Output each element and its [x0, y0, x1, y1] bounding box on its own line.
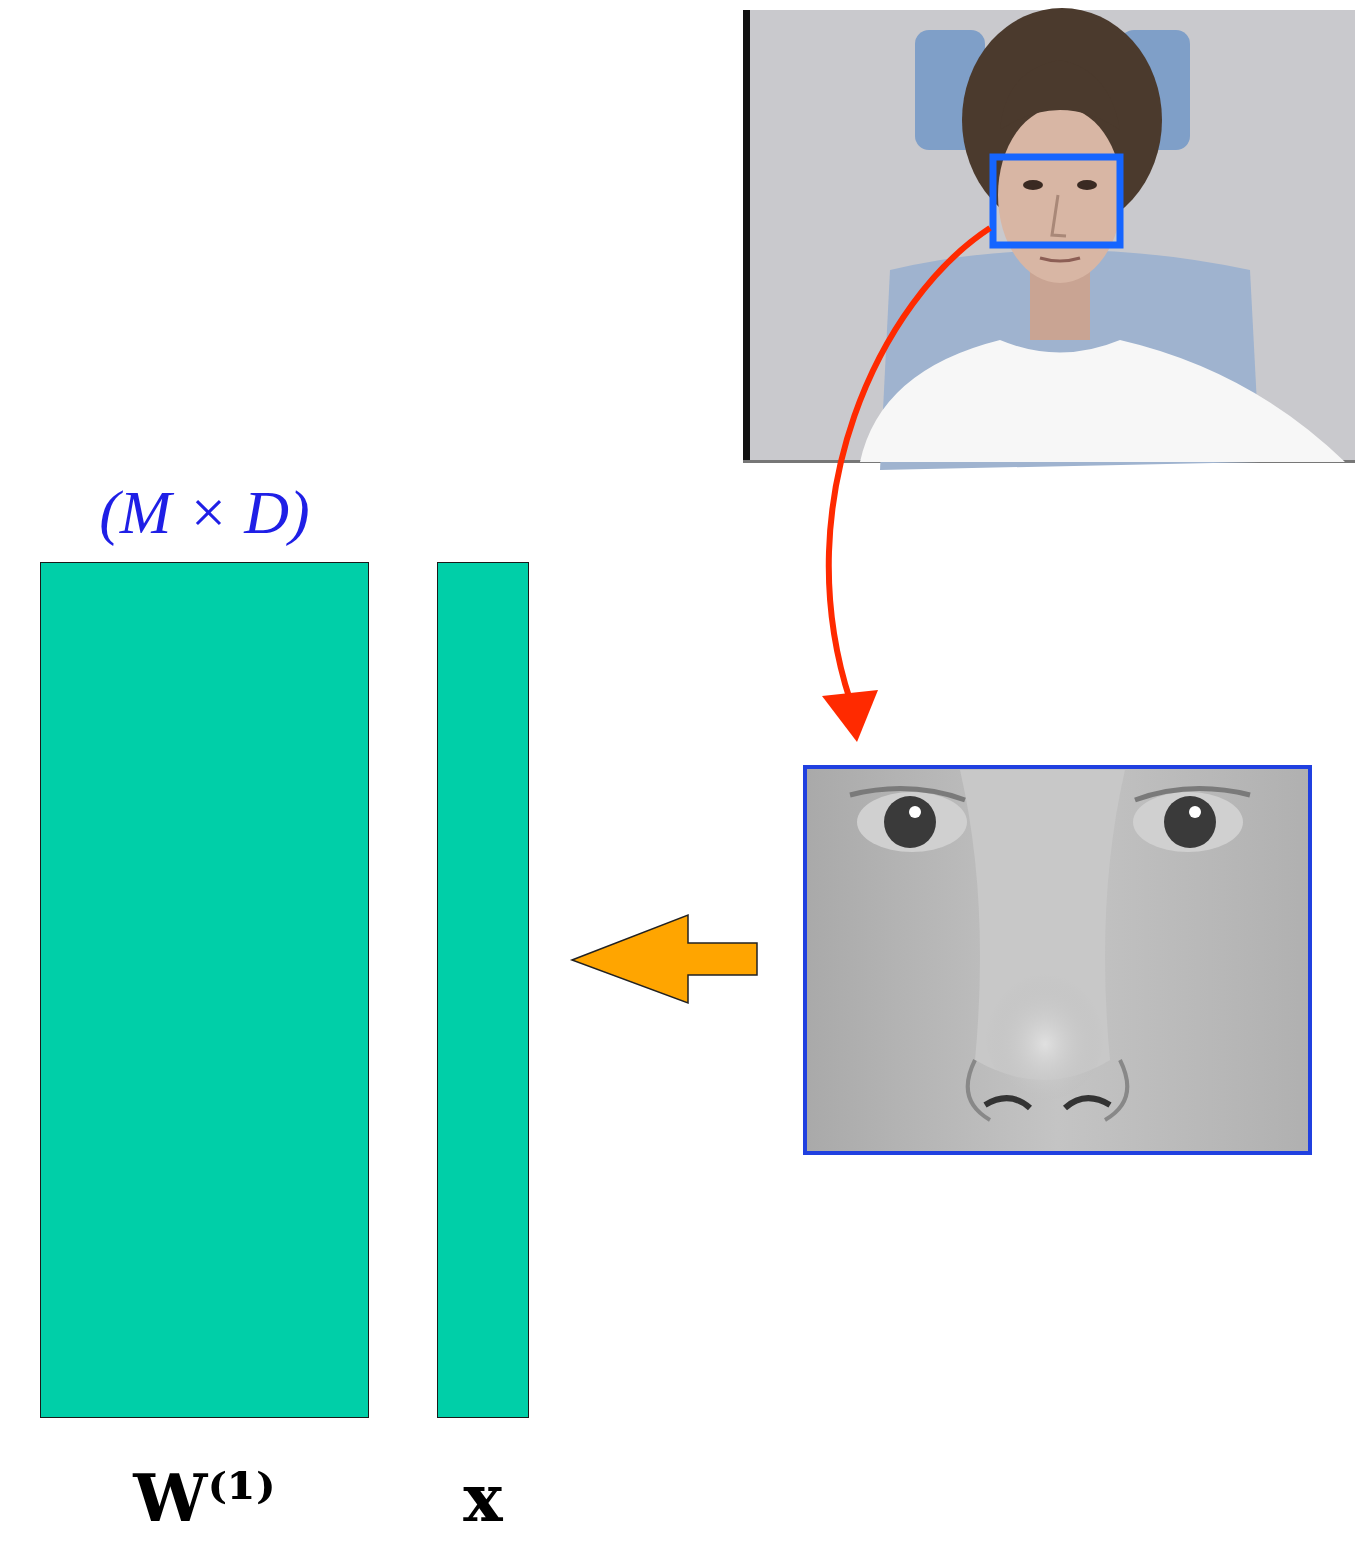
matrix-block [40, 562, 369, 1418]
crop-arrow [822, 228, 990, 742]
symbol-label: x [463, 1448, 502, 1548]
dimension-label: (M × D) [99, 462, 310, 562]
matrix-block [437, 562, 529, 1418]
face-photo [743, 8, 1355, 470]
weight-matrix: (M × D) W⁽¹⁾ [40, 462, 369, 1548]
input-arrow [572, 915, 757, 1003]
face-crop [803, 765, 1312, 1155]
input-vector: x [437, 562, 529, 1548]
symbol-label: W⁽¹⁾ [133, 1448, 275, 1548]
